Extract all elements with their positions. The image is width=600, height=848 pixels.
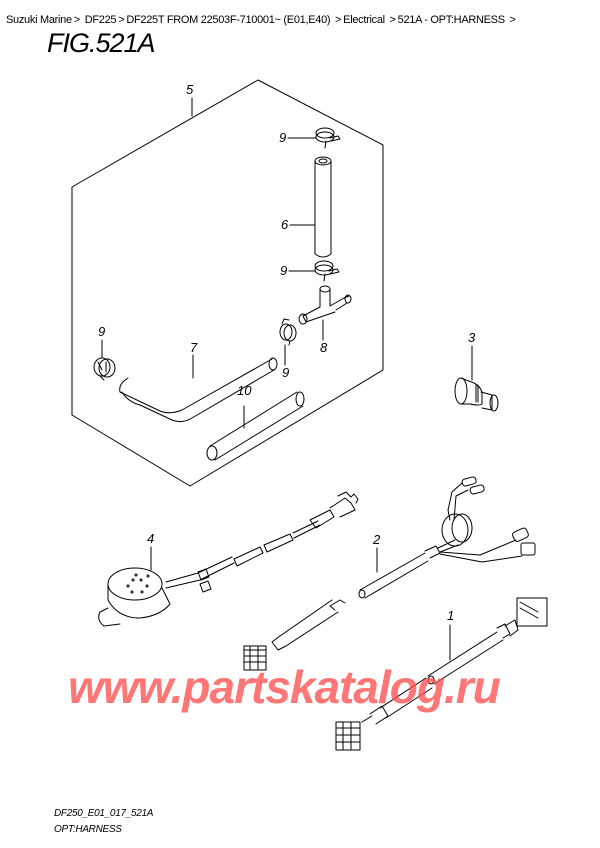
hose-clamp-icon: [279, 318, 297, 346]
breadcrumb-df225[interactable]: DF225: [84, 14, 117, 26]
breadcrumb-separator: >: [118, 14, 125, 26]
svg-text:8: 8: [320, 340, 328, 355]
callout-7[interactable]: 7: [190, 340, 198, 379]
t-joint-icon: [298, 285, 352, 325]
bent-hose-icon: [119, 357, 278, 423]
callout-8[interactable]: 8: [320, 319, 328, 355]
hose-clamp-icon: [93, 357, 116, 381]
hose-icon: [206, 391, 305, 461]
hose-kit-outline: [71, 79, 384, 487]
svg-text:9: 9: [280, 263, 287, 278]
callout-9-right[interactable]: 9: [282, 344, 289, 380]
svg-text:9: 9: [98, 324, 105, 339]
callout-9-top[interactable]: 9: [279, 130, 317, 145]
breadcrumb-df225t-model[interactable]: DF225T FROM 22503F-710001~ (E01,E40): [126, 14, 331, 26]
svg-text:9: 9: [282, 365, 289, 380]
diagram-name: OPT:HARNESS: [54, 824, 122, 835]
buzzer-icon: [98, 491, 359, 627]
breadcrumb-separator: >: [335, 14, 342, 26]
callout-2[interactable]: 2: [372, 532, 381, 573]
hose-clamp-icon: [314, 260, 340, 282]
diagram-code: DF250_E01_017_521A: [54, 808, 154, 819]
svg-text:6: 6: [281, 217, 289, 232]
breadcrumb-electrical[interactable]: Electrical: [343, 14, 385, 26]
breadcrumb-suzuki-marine[interactable]: Suzuki Marine: [6, 14, 72, 26]
plug-fitting-icon: [454, 377, 499, 412]
straight-hose-icon: [314, 156, 332, 258]
svg-text:9: 9: [279, 130, 286, 145]
callout-9-middle[interactable]: 9: [280, 263, 316, 278]
callout-5[interactable]: 5: [186, 82, 194, 117]
breadcrumb: Suzuki Marine> DF225>DF225T FROM 22503F-…: [6, 14, 518, 26]
watermark-link[interactable]: www.partskatalog.ru: [68, 661, 501, 713]
breadcrumb-opt-harness[interactable]: 521A - OPT:HARNESS: [397, 14, 505, 26]
svg-text:4: 4: [147, 531, 154, 546]
hose-clamp-icon: [315, 127, 341, 149]
svg-text:7: 7: [190, 340, 198, 355]
svg-text:10: 10: [237, 383, 252, 398]
harness-extension-icon: [335, 597, 548, 751]
svg-text:5: 5: [186, 82, 194, 97]
callout-3[interactable]: 3: [468, 330, 476, 381]
breadcrumb-separator: >: [509, 14, 516, 26]
callout-4[interactable]: 4: [147, 531, 154, 571]
breadcrumb-separator: >: [73, 14, 80, 26]
figure-title: FIG.521A: [47, 28, 156, 58]
breadcrumb-separator: >: [389, 14, 396, 26]
svg-text:2: 2: [372, 532, 381, 547]
svg-text:3: 3: [468, 330, 476, 345]
callout-9-left[interactable]: 9: [98, 324, 105, 359]
callout-6[interactable]: 6: [281, 217, 316, 232]
wiring-harness-icon: [243, 476, 536, 671]
callout-10[interactable]: 10: [237, 383, 252, 429]
callout-1[interactable]: 1: [447, 608, 454, 661]
svg-text:1: 1: [447, 608, 454, 623]
